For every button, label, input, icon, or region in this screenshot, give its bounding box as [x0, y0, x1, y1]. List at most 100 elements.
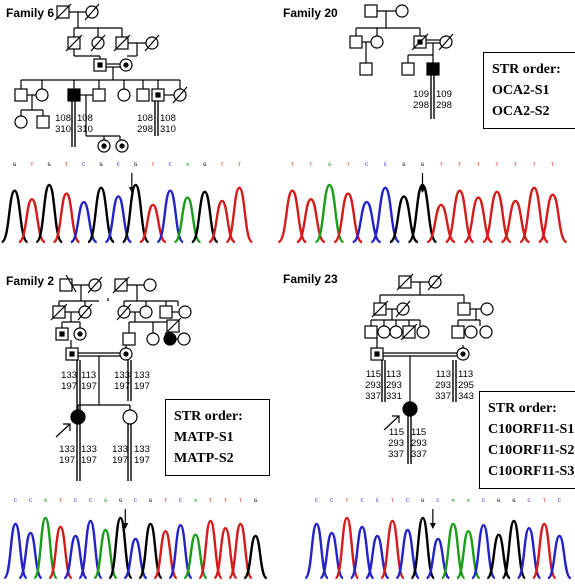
chromatogram-peak: [18, 531, 43, 580]
base-call-label: G: [13, 161, 16, 168]
chromatogram-peak: [33, 516, 58, 580]
chromatogram-peak: [364, 534, 390, 580]
chromatogram-peak: [104, 195, 133, 244]
base-call-label: C: [29, 497, 33, 504]
str-order-heading: STR order:: [174, 409, 243, 424]
chromatogram-peak: [52, 192, 81, 244]
base-call-label: T: [543, 497, 547, 504]
base-call-label: T: [346, 161, 350, 168]
base-call-label: T: [495, 161, 499, 168]
base-call-label: T: [164, 497, 168, 504]
chromatogram-peak: [243, 534, 268, 580]
base-call-label: T: [551, 161, 555, 168]
chromatogram-peak: [546, 534, 572, 580]
base-call-label: T: [532, 161, 536, 168]
chromatogram-peak: [78, 519, 103, 580]
base-call-label: C: [436, 497, 440, 504]
base-call-label: T: [291, 161, 295, 168]
chromatogram-peak: [319, 531, 345, 580]
base-call-label: T: [151, 161, 155, 168]
base-call-label: C: [117, 161, 121, 168]
base-call-label: A: [194, 497, 198, 504]
str-marker: C10ORF11-S2: [488, 443, 575, 458]
str-order-heading: STR order:: [492, 62, 561, 77]
chromatogram-peak: [190, 190, 219, 244]
chromatogram-peak: [139, 203, 167, 244]
base-call-label: T: [439, 161, 443, 168]
base-call-label: A: [104, 497, 108, 504]
base-call-label: C: [89, 497, 93, 504]
base-call-label: T: [65, 161, 69, 168]
chromatogram-peak: [108, 516, 133, 580]
base-call-label: C: [406, 497, 410, 504]
base-call-label: C: [384, 161, 388, 168]
chromatogram-peak: [138, 522, 163, 580]
str-order-box-oca2: STR order: OCA2-S1 OCA2-S2: [483, 52, 575, 129]
base-call-label: A: [186, 161, 190, 168]
base-call-label: T: [458, 161, 462, 168]
base-call-label: G: [203, 161, 206, 168]
chromatogram-peak: [426, 203, 456, 244]
chromatogram-peak: [153, 529, 178, 580]
base-call-label: A: [467, 497, 471, 504]
chromatogram-peak: [395, 528, 421, 580]
base-call-label: G: [99, 161, 102, 168]
str-marker: MATP-S2: [174, 451, 234, 466]
chromatogram-peak: [334, 516, 360, 580]
str-marker: C10ORF11-S3: [488, 464, 575, 479]
base-call-label: T: [514, 161, 518, 168]
chromatogram-peak: [304, 522, 330, 580]
str-marker: OCA2-S2: [492, 104, 550, 119]
chromatogram-peak: [501, 519, 527, 580]
base-call-label: C: [330, 497, 334, 504]
base-call-label: C: [315, 497, 319, 504]
family-2-title: Family 2: [6, 274, 55, 288]
base-call-label: A: [328, 161, 332, 168]
chromatogram-peak: [228, 522, 253, 580]
chromatogram-peak: [410, 516, 436, 580]
chromatogram-peak: [379, 519, 406, 580]
base-call-label: T: [477, 161, 481, 168]
chromatogram-peak: [225, 186, 254, 244]
chromatogram-peak: [168, 523, 193, 580]
chromatogram-peak: [86, 186, 116, 244]
base-call-label: C: [169, 161, 173, 168]
base-call-label: G: [512, 497, 515, 504]
base-call-label: T: [309, 161, 313, 168]
base-call-label: G: [48, 161, 51, 168]
chromatogram-peak: [121, 183, 150, 244]
base-call-label: T: [59, 497, 63, 504]
chromatogram-peak: [500, 199, 531, 244]
mutation-arrow-head: [128, 187, 135, 193]
base-call-label: G: [149, 497, 152, 504]
base-call-label: C: [365, 161, 369, 168]
chromatogram-peak: [463, 196, 493, 244]
chromatogram-peak: [198, 519, 223, 580]
str-order-heading: STR order:: [488, 401, 557, 416]
chromatogram-peak: [455, 529, 481, 580]
base-call-label: C: [482, 497, 486, 504]
base-call-label: G: [254, 497, 257, 504]
base-call-label: C: [74, 497, 78, 504]
chromatogram-peak: [213, 526, 238, 580]
chromatogram-peak: [531, 522, 557, 580]
chromatogram-peak: [35, 183, 64, 244]
chromatogram-peak: [277, 189, 307, 244]
chromatogram-peak: [370, 186, 400, 244]
chromatogram-peak: [0, 189, 29, 244]
